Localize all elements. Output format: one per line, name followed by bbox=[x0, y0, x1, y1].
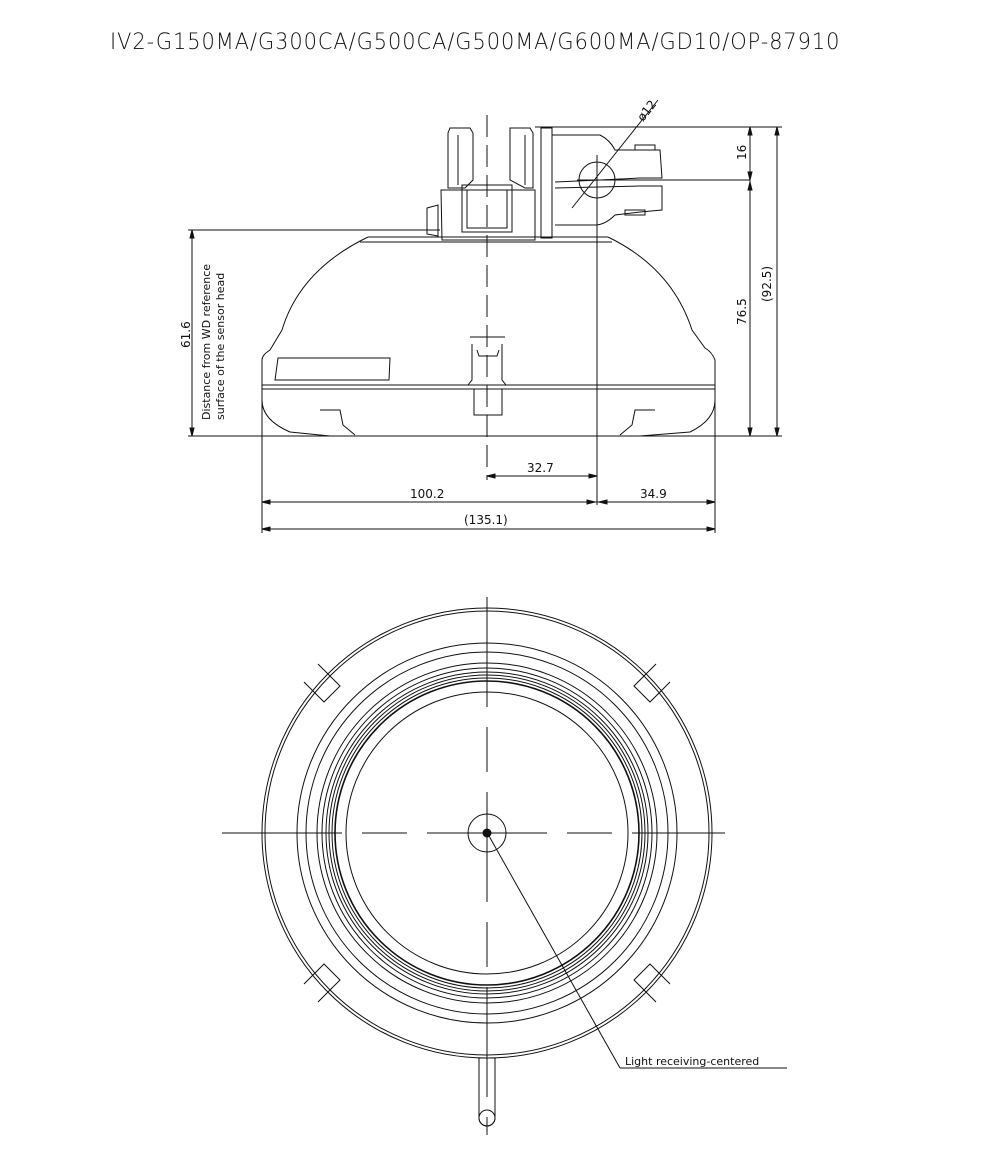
notch bbox=[303, 663, 341, 703]
notch bbox=[633, 663, 671, 703]
notch bbox=[633, 963, 671, 1003]
dim-34-9-label: 34.9 bbox=[640, 487, 667, 501]
notch bbox=[303, 963, 341, 1003]
center-dot bbox=[482, 828, 492, 838]
dim-76-5-label: 76.5 bbox=[735, 298, 749, 325]
diameter-label: ø12 bbox=[634, 97, 659, 123]
light-receiving-callout: Light receiving-centered bbox=[625, 1055, 759, 1068]
dim-16-label: 16 bbox=[735, 145, 749, 160]
diameter-leader bbox=[571, 99, 659, 209]
sensor-mount-head bbox=[426, 99, 750, 241]
dim-100-2-label: 100.2 bbox=[410, 487, 444, 501]
dim-92-5-label: (92.5) bbox=[760, 266, 774, 302]
wd-note-line-2: surface of the sensor head bbox=[214, 273, 227, 420]
top-view: Light receiving-centered bbox=[222, 597, 787, 1135]
drawing-title: IV2-G150MA/G300CA/G500CA/G500MA/G600MA/G… bbox=[110, 30, 841, 55]
label-plate bbox=[274, 357, 391, 381]
wd-note-line-1: Distance from WD reference bbox=[200, 264, 213, 420]
dim-32-7-label: 32.7 bbox=[527, 461, 554, 475]
light-receiving-circle bbox=[467, 813, 507, 853]
dim-61-6-label: 61.6 bbox=[179, 321, 193, 348]
side-view: ø12 61.6 Distance from WD reference surf… bbox=[179, 97, 782, 533]
dim-135-1-label: (135.1) bbox=[464, 513, 508, 527]
callout-leader bbox=[488, 835, 621, 1069]
